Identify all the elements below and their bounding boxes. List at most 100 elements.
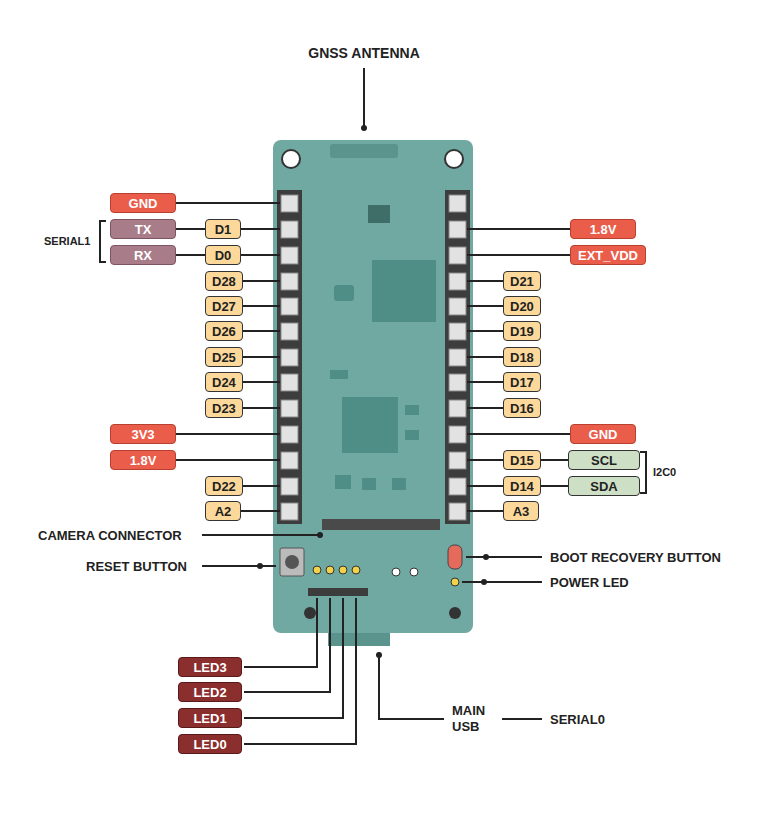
- pin-name: D19: [510, 324, 534, 339]
- pin-label: LED1: [178, 708, 242, 728]
- pin-label: D18: [503, 347, 541, 367]
- bracket: [100, 221, 106, 262]
- pin-name: GND: [129, 196, 158, 211]
- mount-hole: [304, 607, 316, 619]
- callout-label: RESET BUTTON: [86, 559, 187, 574]
- pin: [449, 247, 466, 264]
- leader-line: [244, 598, 343, 718]
- pin-leaders: [176, 203, 570, 511]
- leader-line: [466, 556, 542, 558]
- pin: [281, 452, 298, 469]
- dot: [376, 652, 382, 658]
- leader-line: [202, 565, 276, 567]
- mount-hole: [445, 150, 463, 168]
- pin-leader: [176, 254, 205, 256]
- pin-name: 1.8V: [590, 222, 617, 237]
- pin-label: D23: [205, 398, 243, 418]
- pin-label: EXT_VDD: [570, 245, 646, 265]
- dot: [361, 125, 367, 131]
- pin-leader: [467, 407, 503, 409]
- led: [313, 566, 321, 574]
- pin-name: D16: [510, 401, 534, 416]
- pin-label: A3: [503, 501, 539, 521]
- chip: [368, 205, 390, 223]
- callout-label: SERIAL1: [44, 235, 90, 247]
- led-resistors: [308, 588, 368, 596]
- pin-name: A3: [513, 504, 530, 519]
- pin-name: D14: [510, 479, 534, 494]
- pin-label: 3V3: [110, 424, 176, 444]
- pin-name: TX: [135, 222, 152, 237]
- pin-label: D19: [503, 321, 541, 341]
- pin: [281, 426, 298, 443]
- bracket: [640, 452, 646, 493]
- pin: [281, 195, 298, 212]
- pin-name: D18: [510, 350, 534, 365]
- pin-leader: [241, 254, 280, 256]
- reset-button: [280, 548, 304, 576]
- pin-label: D25: [205, 347, 243, 367]
- pin-label: 1.8V: [110, 450, 176, 470]
- pin-name: D25: [212, 350, 236, 365]
- pin-name: D22: [212, 479, 236, 494]
- pin-leader: [176, 433, 280, 435]
- pin-leader: [243, 485, 280, 487]
- pin-leader: [467, 254, 570, 256]
- pin-label: D27: [205, 296, 243, 316]
- leader-line: [244, 598, 356, 744]
- leader-line: [502, 718, 542, 720]
- pin: [449, 195, 466, 212]
- antenna-pad: [330, 144, 398, 158]
- callout-label: SERIAL0: [550, 712, 605, 727]
- pin: [281, 298, 298, 315]
- component: [405, 405, 419, 415]
- pin-name: GND: [589, 427, 618, 442]
- pin-label: D16: [503, 398, 541, 418]
- pin: [449, 273, 466, 290]
- pin: [449, 323, 466, 340]
- pin-leader: [243, 407, 280, 409]
- pin: [281, 349, 298, 366]
- dot: [317, 532, 323, 538]
- left-header: [277, 190, 302, 524]
- pin-name: LED3: [193, 660, 226, 675]
- right-header: [445, 190, 470, 524]
- pin-name: LED1: [193, 711, 226, 726]
- callout-label: CAMERA CONNECTOR: [38, 528, 182, 543]
- pin-label: D14: [503, 476, 541, 496]
- pin-label: D26: [205, 321, 243, 341]
- pin-leader: [467, 228, 570, 230]
- component: [362, 478, 376, 490]
- pin-leader: [243, 381, 280, 383]
- pin-name: D0: [215, 248, 232, 263]
- pin: [449, 221, 466, 238]
- pin-leader: [243, 305, 280, 307]
- pin: [281, 374, 298, 391]
- component: [405, 430, 419, 440]
- led: [326, 566, 334, 574]
- led: [352, 566, 360, 574]
- chip: [372, 260, 436, 322]
- pad: [392, 568, 400, 576]
- pin-name: D20: [510, 299, 534, 314]
- pin-leader: [467, 305, 503, 307]
- pin-label: GND: [110, 193, 176, 213]
- pin-leader: [467, 330, 503, 332]
- pin-name: RX: [134, 248, 152, 263]
- mount-hole: [282, 150, 300, 168]
- pin-label: SDA: [568, 476, 640, 496]
- pin-label: LED3: [178, 657, 242, 677]
- pin-leader: [467, 510, 503, 512]
- pin-label: D21: [503, 271, 541, 291]
- pin: [281, 400, 298, 417]
- pin: [449, 298, 466, 315]
- leader-line: [363, 68, 365, 128]
- pin-leader: [467, 356, 503, 358]
- pin-name: 3V3: [131, 427, 154, 442]
- pin: [281, 247, 298, 264]
- pin-label: SCL: [568, 450, 640, 470]
- power-led: [451, 578, 459, 586]
- leader-lines: [100, 68, 646, 744]
